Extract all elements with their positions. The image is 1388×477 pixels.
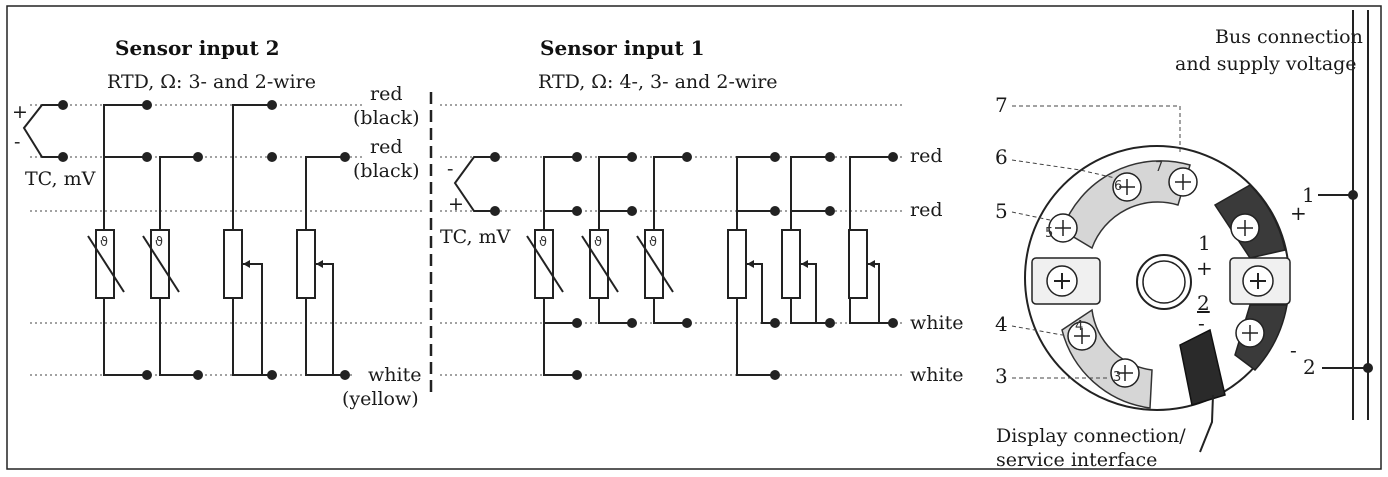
sensor-input-1: Sensor input 1 RTD, Ω: 4-, 3- and 2-wire… xyxy=(440,36,963,386)
bus-terminal-1: 1 xyxy=(1302,183,1315,207)
inner-label-1: 1 xyxy=(1198,231,1211,255)
sensor2-title: Sensor input 2 xyxy=(115,36,280,60)
rtd-3wire-a: ϑ xyxy=(87,100,152,380)
s1-wire-red-2: red xyxy=(910,199,943,221)
resistor-3wire-e xyxy=(781,152,835,328)
s1-wire-red-1: red xyxy=(910,145,943,167)
terminal-block: Bus connection and supply voltage 1 2 xyxy=(995,10,1373,471)
theta-s1-2: ϑ xyxy=(594,235,602,250)
tc-plus-s1: + xyxy=(448,193,464,215)
sensor2-subtitle: RTD, Ω: 3- and 2-wire xyxy=(107,71,316,93)
theta-s2-2: ϑ xyxy=(155,235,163,250)
callout-6: 6 xyxy=(995,145,1008,169)
tc-minus-s1: - xyxy=(447,158,453,180)
inner-label-minus: - xyxy=(1198,311,1205,335)
callout-7: 7 xyxy=(995,93,1008,117)
bus-terminal-2: 2 xyxy=(1303,355,1316,379)
outer-label-plus: + xyxy=(1290,201,1307,225)
sensor-input-2: Sensor input 2 RTD, Ω: 3- and 2-wire + -… xyxy=(12,36,425,410)
callout-4: 4 xyxy=(995,312,1008,336)
s2-wire-black-1: (black) xyxy=(353,107,420,129)
s2-wire-white: white xyxy=(368,364,421,386)
rtd-3wire-b: ϑ xyxy=(581,152,637,328)
callout-3: 3 xyxy=(995,364,1008,388)
tc-label-s2: TC, mV xyxy=(25,168,96,190)
rtd-2wire-c: ϑ xyxy=(636,152,692,328)
resistor-2wire-f xyxy=(848,152,898,328)
s2-wire-red-1: red xyxy=(370,83,403,105)
term-num-4: 4 xyxy=(1075,319,1083,334)
display-label-1: Display connection/ xyxy=(996,425,1186,447)
frame-border xyxy=(6,5,1382,470)
sensor1-subtitle: RTD, Ω: 4-, 3- and 2-wire xyxy=(538,71,778,93)
term-num-6: 6 xyxy=(1114,179,1122,194)
thermocouple-symbol-s2: + - TC, mV xyxy=(12,100,96,190)
s2-wire-black-2: (black) xyxy=(353,160,420,182)
callout-5: 5 xyxy=(995,199,1008,223)
term-num-7: 7 xyxy=(1155,160,1163,175)
outer-label-minus: - xyxy=(1290,338,1297,362)
inner-label-plus: + xyxy=(1196,256,1213,280)
rtd-2wire-b: ϑ xyxy=(142,152,203,380)
thermocouple-symbol-s1: - + TC, mV xyxy=(440,152,511,248)
rtd-4wire-a: ϑ xyxy=(526,152,582,380)
tc-label-s1: TC, mV xyxy=(440,226,511,248)
theta-s1-1: ϑ xyxy=(539,235,547,250)
bus-label-1: Bus connection xyxy=(1215,26,1363,48)
display-connector xyxy=(1179,328,1226,406)
tc-plus-s2: + xyxy=(12,101,28,123)
s2-wire-red-2: red xyxy=(370,136,403,158)
s1-wire-white-1: white xyxy=(910,312,963,334)
resistor-2wire-d xyxy=(296,152,350,380)
resistor-4wire-d xyxy=(727,152,780,380)
theta-s2-1: ϑ xyxy=(100,235,108,250)
term-num-5: 5 xyxy=(1045,226,1053,241)
display-label-2: service interface xyxy=(996,449,1157,471)
bus-label-2: and supply voltage xyxy=(1175,53,1357,75)
term-num-3: 3 xyxy=(1113,370,1121,385)
s2-wire-yellow: (yellow) xyxy=(342,388,419,410)
resistor-3wire-c xyxy=(223,100,277,380)
tc-minus-s2: - xyxy=(14,131,20,153)
s1-wire-white-2: white xyxy=(910,364,963,386)
sensor1-title: Sensor input 1 xyxy=(540,36,705,60)
inner-label-2: 2 xyxy=(1197,291,1210,315)
theta-s1-3: ϑ xyxy=(649,235,657,250)
